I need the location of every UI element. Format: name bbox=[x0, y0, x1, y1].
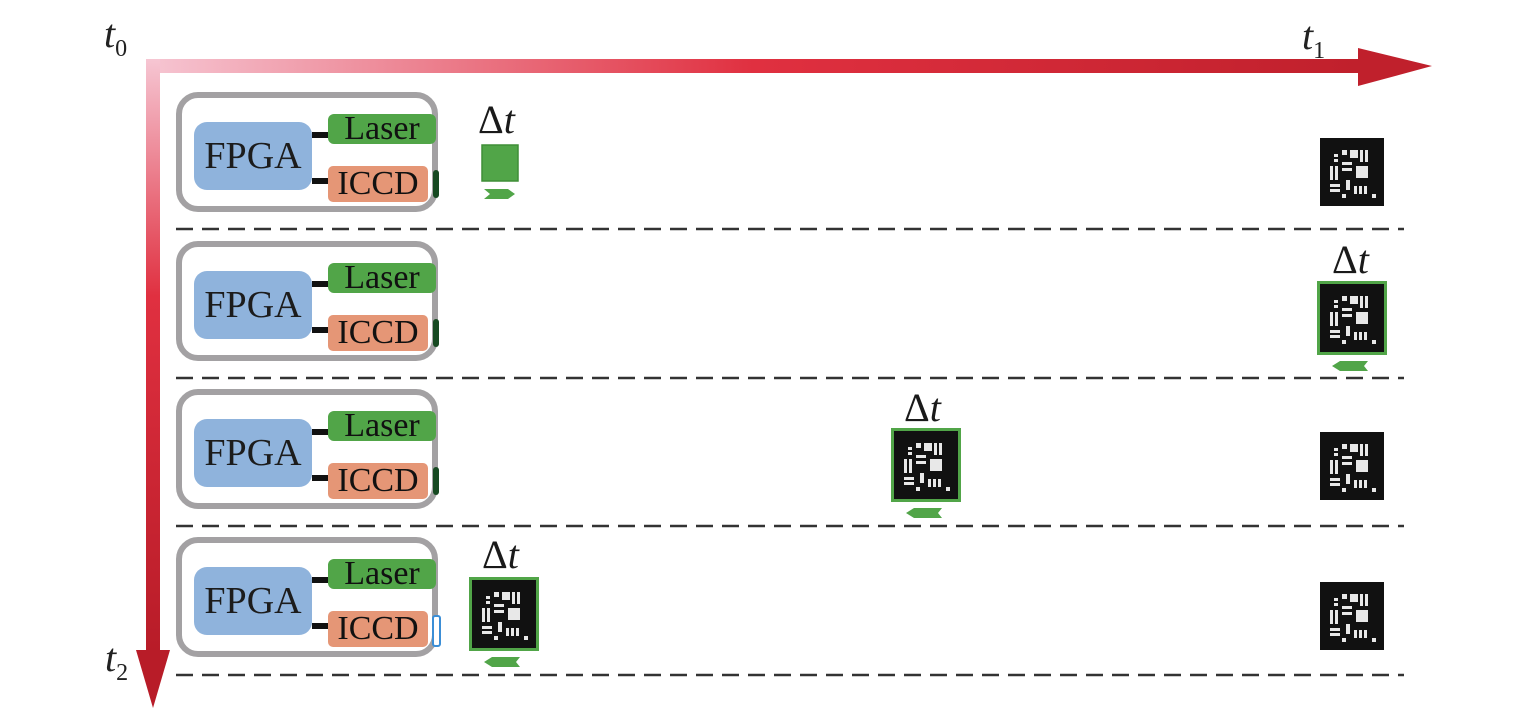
wire-to-iccd bbox=[312, 475, 328, 481]
row-separators bbox=[176, 227, 1404, 677]
fpga-block: FPGA bbox=[194, 567, 312, 635]
hardware-panel-1: FPGA Laser ICCD bbox=[176, 92, 439, 212]
delta-var: t bbox=[929, 385, 941, 430]
target-image bbox=[894, 431, 958, 499]
hardware-panel-2: FPGA Laser ICCD bbox=[176, 241, 439, 361]
fpga-block: FPGA bbox=[194, 122, 312, 190]
axis-label-t0-var: t bbox=[104, 11, 116, 56]
delta-t-label-1: Δt bbox=[478, 100, 515, 140]
time-axis-horizontal bbox=[146, 48, 1432, 86]
wire-to-laser bbox=[312, 577, 328, 583]
fpga-block: FPGA bbox=[194, 419, 312, 487]
target-image bbox=[1320, 138, 1384, 206]
laser-block: Laser bbox=[328, 409, 436, 443]
axis-label-t2: t2 bbox=[105, 635, 129, 686]
target-image-row-1 bbox=[1320, 138, 1384, 206]
target-image-row-4-gated bbox=[469, 577, 539, 667]
delta-var: t bbox=[503, 97, 515, 142]
delta-symbol: Δ bbox=[1332, 237, 1358, 282]
target-image bbox=[472, 580, 536, 648]
delta-var: t bbox=[507, 532, 519, 577]
target-image bbox=[1320, 582, 1384, 650]
axis-label-t1: t1 bbox=[1302, 13, 1326, 64]
laser-pulse-square bbox=[481, 144, 519, 199]
fpga-block: FPGA bbox=[194, 271, 312, 339]
iccd-gate-closed bbox=[433, 467, 439, 495]
wire-to-iccd bbox=[312, 327, 328, 333]
iccd-block: ICCD bbox=[328, 315, 428, 351]
axis-label-t0: t0 bbox=[104, 11, 128, 62]
iccd-block: ICCD bbox=[328, 463, 428, 499]
delta-t-label-3: Δt bbox=[904, 388, 941, 428]
iccd-gate-open bbox=[432, 615, 441, 647]
wire-to-laser bbox=[312, 429, 328, 435]
pulse-direction-marker bbox=[906, 508, 942, 518]
delta-var: t bbox=[1357, 237, 1369, 282]
delta-t-label-4: Δt bbox=[482, 535, 519, 575]
iccd-gate-closed bbox=[433, 170, 439, 198]
delta-symbol: Δ bbox=[478, 97, 504, 142]
hardware-panel-4: FPGA Laser ICCD bbox=[176, 537, 441, 657]
delta-symbol: Δ bbox=[482, 532, 508, 577]
axis-label-t0-sub: 0 bbox=[115, 36, 128, 62]
iccd-block: ICCD bbox=[328, 611, 428, 647]
time-axis-vertical bbox=[136, 59, 170, 708]
target-image-row-2-gated bbox=[1317, 281, 1387, 371]
axis-label-t2-var: t bbox=[105, 635, 117, 680]
wire-to-iccd bbox=[312, 178, 328, 184]
wire-to-laser bbox=[312, 281, 328, 287]
pulse-direction-marker bbox=[1332, 361, 1368, 371]
laser-block: Laser bbox=[328, 557, 436, 591]
target-image-row-3-gated bbox=[891, 428, 961, 518]
axis-label-t2-sub: 2 bbox=[116, 660, 129, 686]
delta-t-label-2: Δt bbox=[1332, 240, 1369, 280]
iccd-block: ICCD bbox=[328, 166, 428, 202]
laser-block: Laser bbox=[328, 261, 436, 295]
axis-label-t1-sub: 1 bbox=[1313, 38, 1326, 64]
target-image-row-4 bbox=[1320, 582, 1384, 650]
iccd-gate-closed bbox=[433, 319, 439, 347]
pulse-direction-marker bbox=[484, 657, 520, 667]
target-image bbox=[1320, 284, 1384, 352]
laser-block: Laser bbox=[328, 112, 436, 146]
target-image-row-3 bbox=[1320, 432, 1384, 500]
target-image bbox=[1320, 432, 1384, 500]
target-images bbox=[469, 138, 1387, 667]
delta-symbol: Δ bbox=[904, 385, 930, 430]
hardware-panel-3: FPGA Laser ICCD bbox=[176, 389, 439, 509]
axis-label-t1-var: t bbox=[1302, 13, 1314, 58]
wire-to-laser bbox=[312, 132, 328, 138]
wire-to-iccd bbox=[312, 623, 328, 629]
